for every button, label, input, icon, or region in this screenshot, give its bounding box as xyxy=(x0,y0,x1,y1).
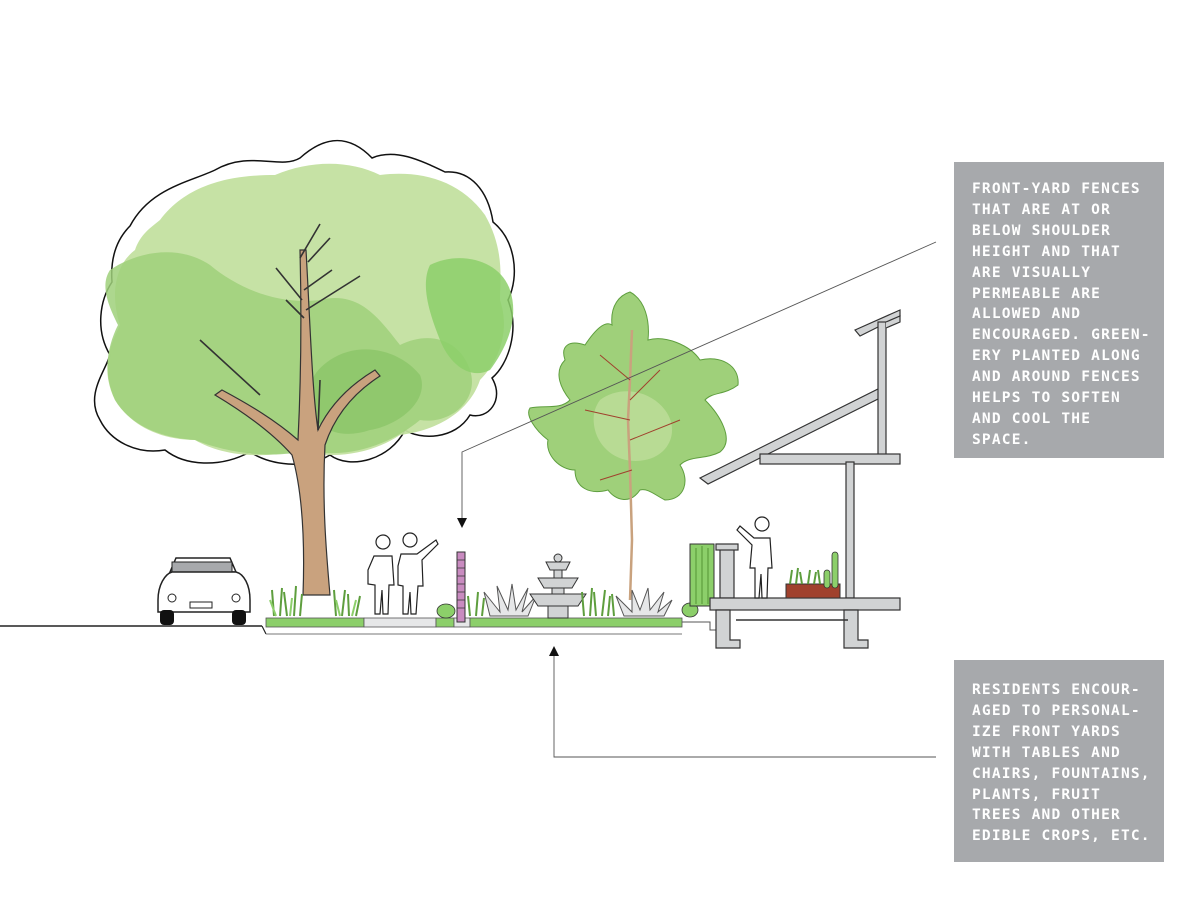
callout-text-line: SPACE. xyxy=(972,431,1032,448)
callout-text-line: ERY PLANTED ALONG xyxy=(972,348,1141,365)
callout-text-line: AND COOL THE xyxy=(972,410,1092,427)
callout-text-line: PERMEABLE ARE xyxy=(972,285,1102,302)
ground-line xyxy=(0,625,682,635)
yard-arrowhead xyxy=(549,646,559,656)
yard-leader-line xyxy=(553,656,936,758)
callout-text-line: IZE FRONT YARDS xyxy=(972,723,1121,740)
fruit-tree xyxy=(528,291,739,601)
callout-text-line: FRONT-YARD FENCES xyxy=(972,181,1141,197)
pedestrian-left xyxy=(367,534,395,615)
callout-text-line: HELPS TO SOFTEN xyxy=(972,390,1121,407)
fence-post xyxy=(456,551,466,623)
house-wall-upper xyxy=(877,321,887,463)
callout-text-line: AND AROUND FENCES xyxy=(972,369,1141,386)
sidewalk-and-lawn xyxy=(265,617,720,631)
grass-planting-left xyxy=(269,585,361,617)
callout-text-line: EDIBLE CROPS, ETC. xyxy=(972,828,1151,845)
callout-text-line: ARE VISUALLY xyxy=(972,264,1092,281)
callout-text-line: RESIDENTS ENCOUR- xyxy=(972,682,1141,698)
personalize-yards-callout-box: RESIDENTS ENCOUR- AGED TO PERSONAL- IZE … xyxy=(954,660,1164,862)
fence-callout-box: FRONT-YARD FENCES THAT ARE AT OR BELOW S… xyxy=(954,162,1164,458)
resident-on-porch xyxy=(736,516,773,599)
callout-text-line: ALLOWED AND xyxy=(972,306,1082,323)
agave-plants xyxy=(483,583,673,617)
grass-planting-right xyxy=(467,587,615,617)
callout-leader-lines xyxy=(461,241,937,758)
callout-text-line: WITH TABLES AND xyxy=(972,744,1121,761)
potted-plants xyxy=(785,551,841,599)
house-foundation xyxy=(715,609,869,649)
callout-text-line: CHAIRS, FOUNTAINS, xyxy=(972,765,1151,782)
pedestrians xyxy=(367,532,439,615)
callout-text-line: HEIGHT AND THAT xyxy=(972,243,1121,260)
callout-text-line: PLANTS, FRUIT xyxy=(972,786,1102,803)
street-tree-canopy-dark xyxy=(425,258,514,374)
house-wall xyxy=(845,461,855,599)
callout-text-line: TREES AND OTHER xyxy=(972,807,1121,824)
callout-text-line: AGED TO PERSONAL- xyxy=(972,702,1141,719)
street-tree-trunk xyxy=(213,249,381,596)
callout-text-line: THAT ARE AT OR xyxy=(972,201,1112,218)
porch-floor xyxy=(709,597,901,611)
callout-text-line: ENCOURAGED. GREEN- xyxy=(972,327,1151,344)
street-tree xyxy=(93,139,515,596)
tall-planter xyxy=(689,543,715,607)
fence-arrowhead xyxy=(457,518,467,528)
fence-leader-line xyxy=(461,241,937,520)
garden-fountain xyxy=(529,553,587,619)
porch-column xyxy=(719,545,735,599)
pedestrian-right xyxy=(397,532,439,615)
callout-text-line: BELOW SHOULDER xyxy=(972,222,1112,239)
arrowheads xyxy=(457,518,559,656)
house-section xyxy=(698,309,901,649)
parked-car xyxy=(157,557,251,625)
street-tree-branches xyxy=(199,223,361,431)
